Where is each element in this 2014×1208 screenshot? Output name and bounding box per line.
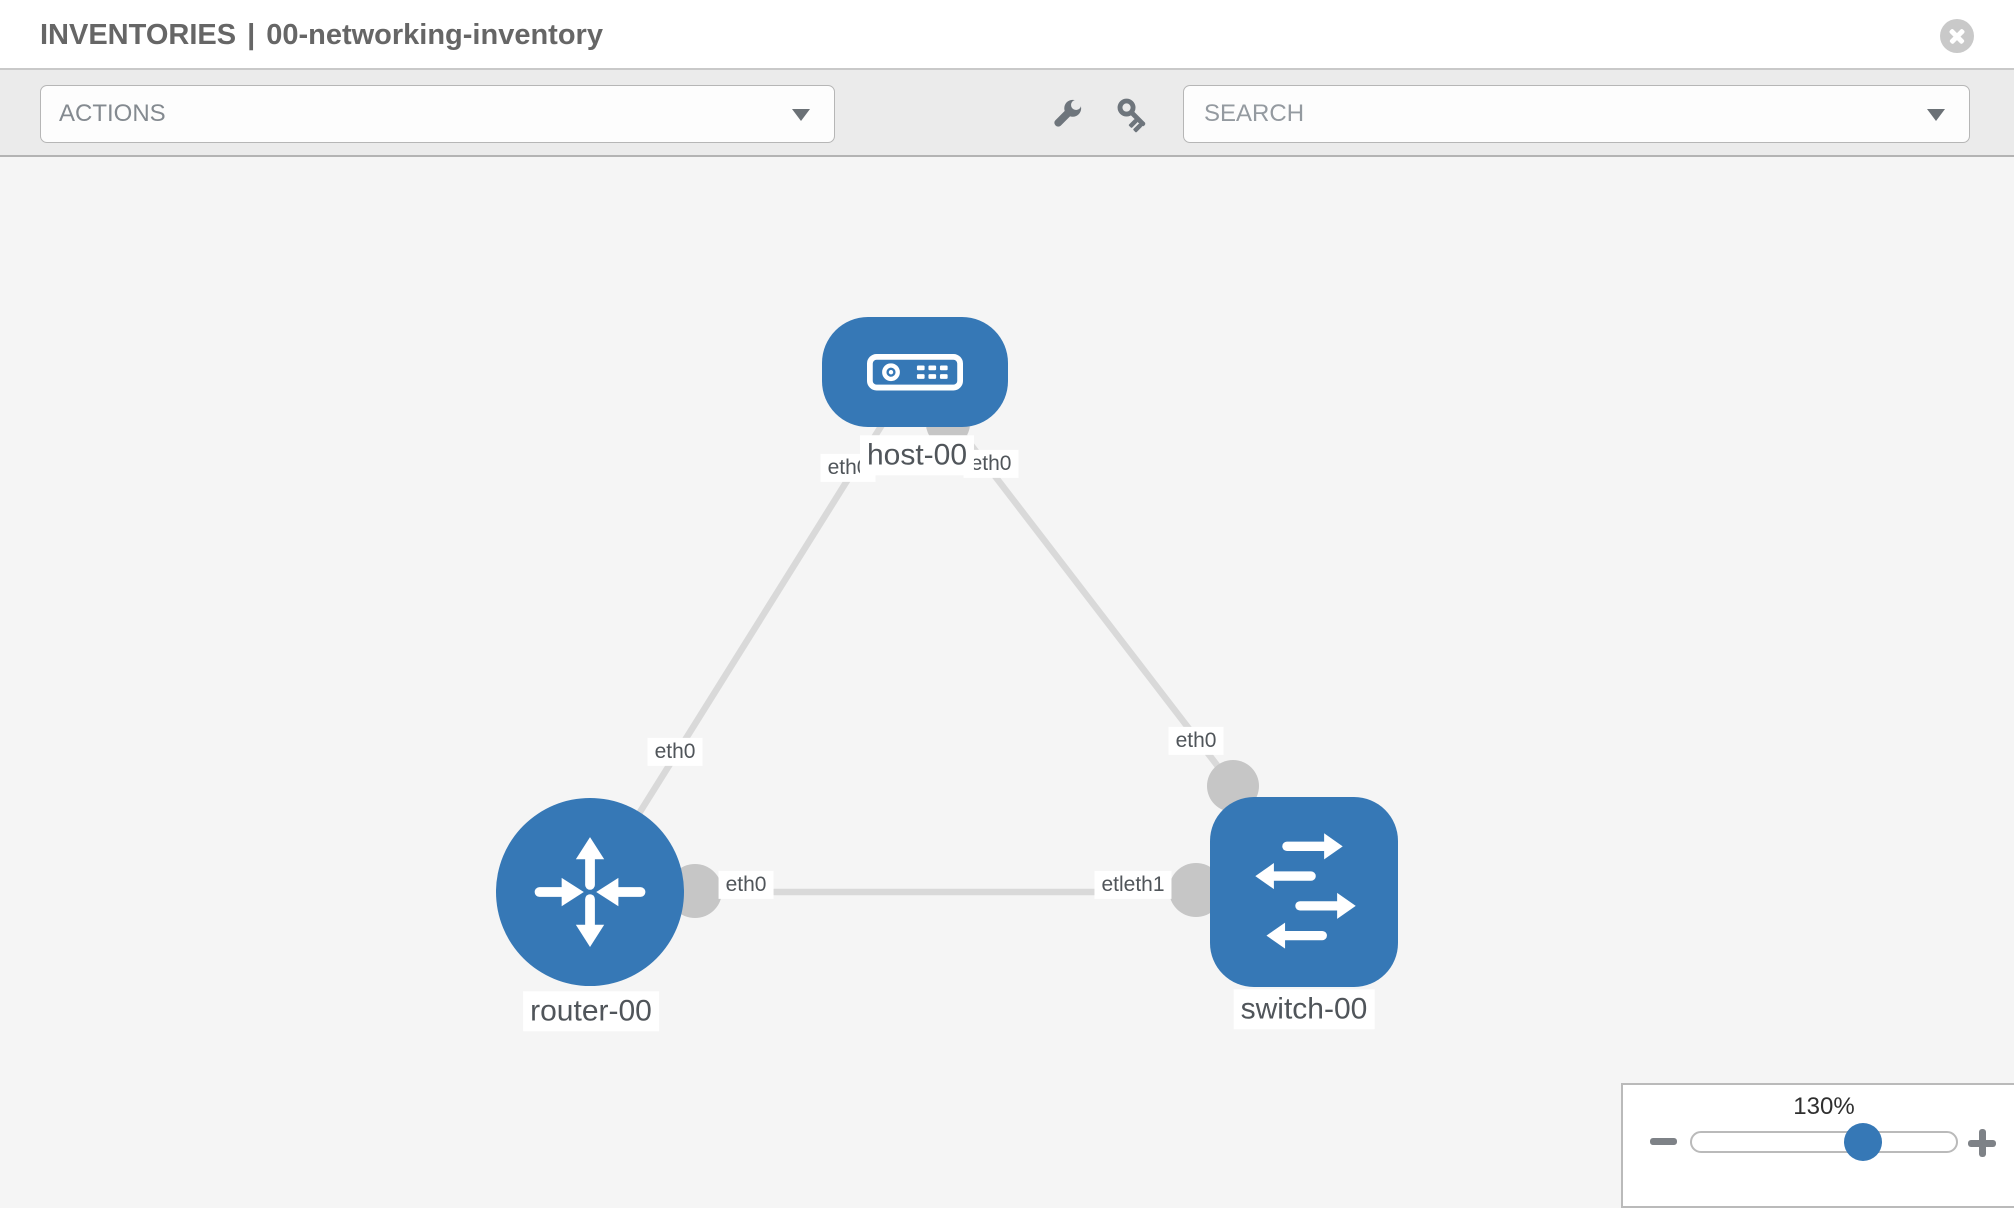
node-switch-00[interactable] (1210, 797, 1398, 987)
zoom-panel: 130% (1621, 1083, 2014, 1208)
page-title: INVENTORIES | 00-networking-inventory (40, 0, 603, 70)
actions-dropdown[interactable]: ACTIONS (40, 85, 835, 143)
node-host-00[interactable] (822, 317, 1008, 427)
chevron-down-icon (1927, 109, 1945, 121)
search-dropdown[interactable] (1183, 85, 1970, 143)
key-icon[interactable] (1115, 96, 1153, 134)
topology-svg (496, 317, 1398, 987)
interface-dot (1169, 863, 1223, 917)
zoom-in-button[interactable] (1968, 1129, 1996, 1157)
breadcrumb-separator: | (247, 18, 256, 51)
host-icon (867, 353, 964, 391)
zoom-level-label: 130% (1793, 1093, 1855, 1120)
zoom-out-button[interactable] (1650, 1138, 1677, 1145)
actions-dropdown-label: ACTIONS (59, 100, 166, 127)
zoom-slider-handle[interactable] (1844, 1123, 1882, 1161)
close-button[interactable] (1940, 19, 1974, 53)
app-header: INVENTORIES | 00-networking-inventory (0, 0, 2014, 70)
switch-icon (1255, 833, 1356, 949)
chevron-down-icon (792, 109, 810, 121)
inventory-name: 00-networking-inventory (266, 18, 603, 51)
wrench-icon[interactable] (1047, 96, 1085, 134)
router-icon (534, 837, 646, 947)
search-input[interactable] (1202, 99, 1896, 129)
node-router-00[interactable] (496, 798, 684, 986)
zoom-slider[interactable] (1690, 1131, 1958, 1153)
breadcrumb-section: INVENTORIES (40, 18, 237, 51)
toolbar: ACTIONS (0, 70, 2014, 157)
plus-icon (1978, 1129, 1986, 1157)
